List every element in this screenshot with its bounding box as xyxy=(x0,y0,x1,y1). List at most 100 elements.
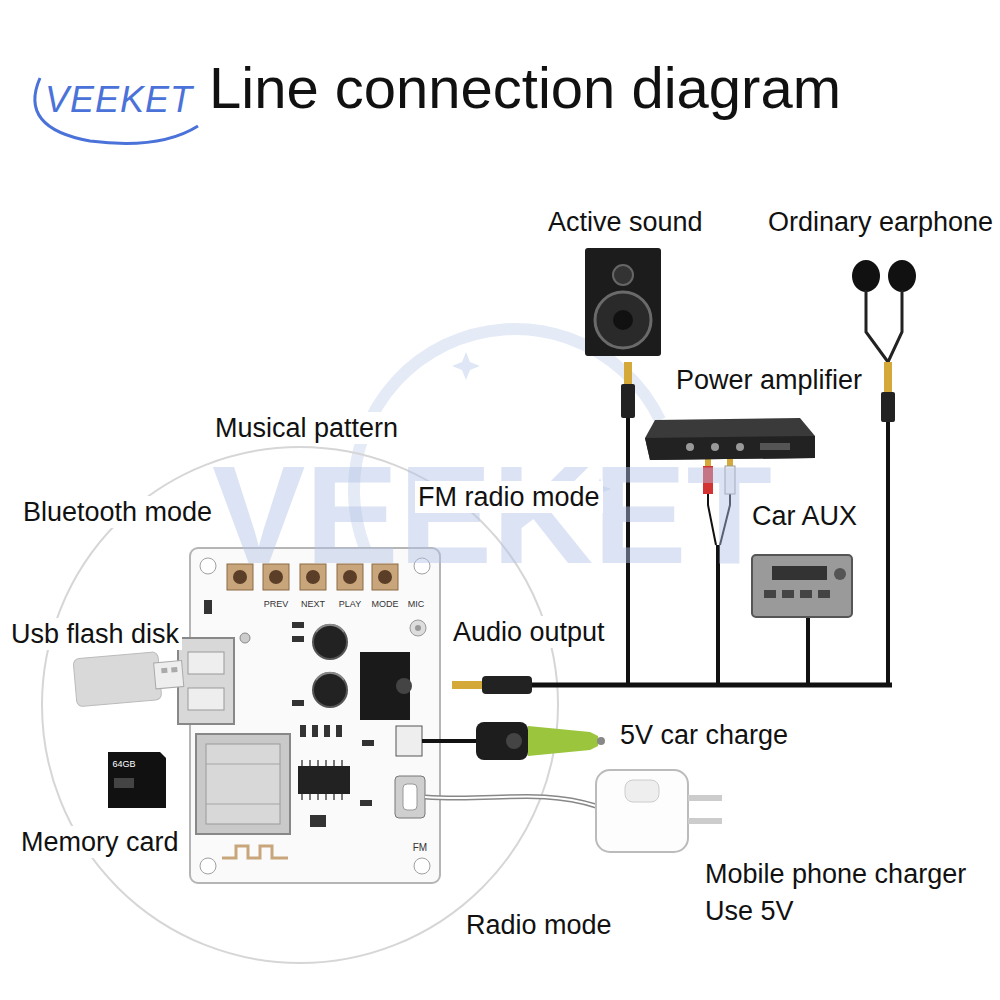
push-buttons xyxy=(233,570,247,584)
capacitors xyxy=(313,625,347,707)
usb-port xyxy=(188,688,224,710)
logo-swoosh xyxy=(35,78,198,143)
active-speaker xyxy=(613,310,633,330)
power-amplifier xyxy=(645,418,815,460)
device-label: Car AUX xyxy=(752,500,857,532)
car-charger xyxy=(528,726,598,756)
earphones xyxy=(881,392,895,422)
capacitors xyxy=(316,625,344,632)
audio-cable xyxy=(452,418,892,694)
sd-card-slot xyxy=(206,804,280,805)
capacitors xyxy=(313,673,347,707)
power-amplifier xyxy=(736,443,744,451)
phone-charger xyxy=(625,780,659,802)
speaker-plug xyxy=(621,362,635,418)
card-capacity: 64GB xyxy=(112,759,135,770)
usb-c-port xyxy=(395,776,425,818)
car-stereo xyxy=(752,555,852,617)
capacitors xyxy=(313,625,347,659)
usb-flash-disk xyxy=(171,667,177,673)
speaker-plug xyxy=(621,384,635,418)
pcb-board xyxy=(414,858,430,874)
sd-card-slot xyxy=(206,744,280,824)
car-charger xyxy=(506,733,522,749)
power-amplifier xyxy=(760,443,790,450)
car-stereo xyxy=(764,590,776,598)
audio-jack xyxy=(360,652,412,720)
watermark-ring xyxy=(354,329,660,560)
usb-c-port xyxy=(403,784,417,810)
smd-parts xyxy=(310,815,326,827)
smd-parts xyxy=(324,725,330,737)
active-speaker xyxy=(613,265,633,285)
audio-cable xyxy=(716,545,720,685)
push-buttons xyxy=(227,564,253,590)
power-amplifier xyxy=(645,436,815,460)
power-amplifier xyxy=(711,443,719,451)
device-label: Power amplifier xyxy=(676,364,862,396)
car-charger xyxy=(422,722,605,760)
microphone xyxy=(410,620,426,636)
phone-charger xyxy=(688,795,722,801)
audio-jack xyxy=(396,678,412,694)
earphones xyxy=(866,290,888,362)
antenna xyxy=(222,846,288,858)
car-charger xyxy=(422,739,476,743)
sd-card-slot xyxy=(196,734,290,834)
audio-cable xyxy=(886,422,890,685)
active-speaker xyxy=(595,292,651,348)
mode-label: FM radio mode xyxy=(415,481,603,513)
rca-plugs xyxy=(725,466,735,494)
usb-flash-disk xyxy=(73,650,185,707)
silkscreen-text: PLAY xyxy=(339,599,361,610)
usb-port xyxy=(188,652,224,674)
mode-label: Bluetooth mode xyxy=(20,496,215,528)
device-label: 5V car charge xyxy=(620,719,788,751)
power-amplifier xyxy=(686,443,694,451)
usb-flash-disk xyxy=(73,652,162,707)
phone-charger xyxy=(425,770,722,852)
smd-parts xyxy=(292,622,304,628)
push-buttons xyxy=(372,564,398,590)
audio-cable xyxy=(532,683,892,688)
car-charger xyxy=(476,722,528,760)
audio-cable xyxy=(708,494,716,545)
watermark-ring xyxy=(354,329,660,560)
phone-charger xyxy=(688,818,722,824)
usb-c-port xyxy=(395,776,425,818)
device-label: Ordinary earphone xyxy=(768,206,993,238)
memory-card xyxy=(108,752,166,808)
audio-cable xyxy=(720,494,730,545)
pcb-board xyxy=(414,558,430,574)
device-label: Usb flash disk xyxy=(8,618,182,650)
smd-parts xyxy=(292,700,304,706)
phone-charger xyxy=(425,796,596,806)
watermark: VEEKET xyxy=(212,431,772,599)
active-speaker xyxy=(585,248,661,356)
device-label: Mobile phone charger Use 5V xyxy=(705,856,985,930)
smd-parts xyxy=(362,740,374,746)
chip xyxy=(298,766,350,794)
audio-cable xyxy=(626,418,630,685)
chip xyxy=(302,760,342,800)
audio-cable xyxy=(482,676,532,694)
mode-label: Musical pattern xyxy=(212,412,401,444)
audio-cable xyxy=(452,681,482,689)
silkscreen-text: PREV xyxy=(264,599,289,610)
port-label: Audio output xyxy=(450,616,608,648)
brand-logo: VEEKET xyxy=(45,78,193,121)
car-charger xyxy=(597,737,605,745)
smd-parts xyxy=(204,600,212,614)
sd-card-slot xyxy=(196,734,290,834)
power-header xyxy=(396,726,422,756)
microphone xyxy=(415,625,421,631)
car-stereo xyxy=(752,555,852,617)
microphone xyxy=(410,620,426,636)
memory-card xyxy=(114,778,134,788)
usb-port xyxy=(178,638,234,724)
active-speaker xyxy=(585,248,661,356)
car-stereo xyxy=(772,566,827,580)
smd-parts xyxy=(360,800,372,806)
rca-plugs xyxy=(727,458,733,466)
